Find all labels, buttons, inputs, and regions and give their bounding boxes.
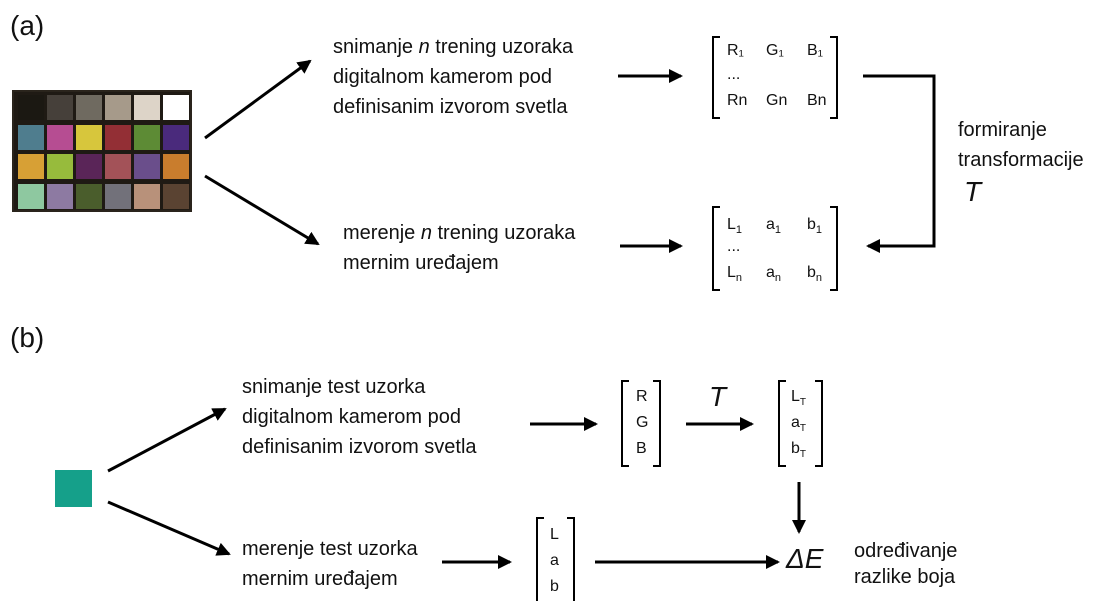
rgb-gn: Gn [766, 92, 788, 109]
lab-ln: Ln [727, 264, 743, 285]
test-sample-swatch [55, 470, 92, 507]
rgb-g1: G₁ [766, 42, 784, 59]
rgb-rn: Rn [727, 92, 748, 109]
text-transformation: formiranje transformacije T [958, 115, 1108, 207]
bracket-b-labt-left [778, 380, 786, 467]
arrow-transformation [863, 74, 936, 253]
text-a-measure: merenje n trening uzoraka mernim uređaje… [343, 222, 576, 274]
vec-g: G [636, 414, 649, 431]
vec-l: L [550, 526, 559, 543]
panel-b-label: (b) [10, 322, 45, 353]
panel-a-label: (a) [10, 10, 45, 41]
bracket-rgb-right [830, 36, 838, 119]
checker-patch [163, 183, 189, 209]
checker-patch [76, 183, 102, 209]
rgb-r1: R₁ [727, 42, 744, 59]
bracket-rgb-left [712, 36, 720, 119]
checker-patch [76, 124, 102, 150]
checker-patch [134, 95, 160, 120]
checker-patch [105, 154, 131, 179]
bracket-b-lab-right [567, 517, 575, 601]
rgb-matrix: R₁ G₁ B₁ ... Rn Gn Bn [713, 37, 837, 119]
vec-r: R [636, 388, 648, 405]
lab-dots: ... [727, 238, 741, 255]
arrow-a-up [204, 59, 312, 140]
bracket-lab-right [830, 206, 838, 291]
lab-matrix: L1 a1 b1 ... Ln an bn [713, 207, 837, 291]
vec-b-lab: b [550, 578, 559, 595]
lab-l1: L1 [727, 216, 743, 237]
lab-an: an [766, 264, 782, 285]
checker-patch [105, 95, 131, 120]
lab-a1: a1 [766, 216, 782, 237]
rgb-vector: R G B [622, 381, 660, 467]
checker-patch [105, 124, 131, 150]
checker-patch [18, 124, 44, 150]
color-checker-chart [12, 90, 192, 212]
text-b-capture: snimanje test uzorka digitalnom kamerom … [242, 376, 477, 458]
lab-vector: L a b [537, 518, 575, 601]
checker-patch [47, 154, 73, 179]
vec-b: B [636, 440, 647, 457]
checker-patch [18, 154, 44, 179]
bracket-b-rgb-right [653, 380, 661, 467]
checker-patch [76, 154, 102, 179]
checker-patch [18, 183, 44, 209]
text-a-capture: snimanje n trening uzoraka digitalnom ka… [333, 36, 574, 118]
checker-patch [134, 124, 160, 150]
checker-patch [134, 154, 160, 179]
rgb-b1: B₁ [807, 42, 824, 59]
checker-patch [47, 95, 73, 120]
checker-patch [18, 95, 44, 120]
rgb-dots: ... [727, 66, 741, 83]
checker-patch [105, 183, 131, 209]
transform-symbol-t: T [964, 176, 982, 207]
checker-patch [76, 95, 102, 120]
checker-patch [163, 124, 189, 150]
bracket-lab-left [712, 206, 720, 291]
lab-bn: bn [807, 264, 823, 285]
vec-bt: bT [791, 440, 807, 461]
checker-patch [163, 154, 189, 179]
vec-at: aT [791, 414, 807, 435]
checker-patch [47, 124, 73, 150]
arrow-a-down [204, 174, 320, 246]
checker-patch [47, 183, 73, 209]
text-b-measure: merenje test uzorka mernim uređajem [242, 538, 418, 590]
arrow-b-down [107, 500, 231, 556]
vec-lt: LT [791, 388, 807, 409]
bracket-b-lab-left [536, 517, 544, 601]
bracket-b-labt-right [815, 380, 823, 467]
vec-a: a [550, 552, 559, 569]
bracket-b-rgb-left [621, 380, 629, 467]
delta-e: ΔE [786, 543, 824, 574]
lab-b1: b1 [807, 216, 823, 237]
checker-patch [134, 183, 160, 209]
checker-patch [163, 95, 189, 120]
rgb-bn: Bn [807, 92, 827, 109]
transform-symbol-t-b: T [709, 381, 727, 412]
arrow-b-up [107, 407, 227, 473]
text-color-difference: određivanje razlike boja [854, 540, 958, 588]
lab-t-vector: LT aT bT [779, 381, 823, 467]
